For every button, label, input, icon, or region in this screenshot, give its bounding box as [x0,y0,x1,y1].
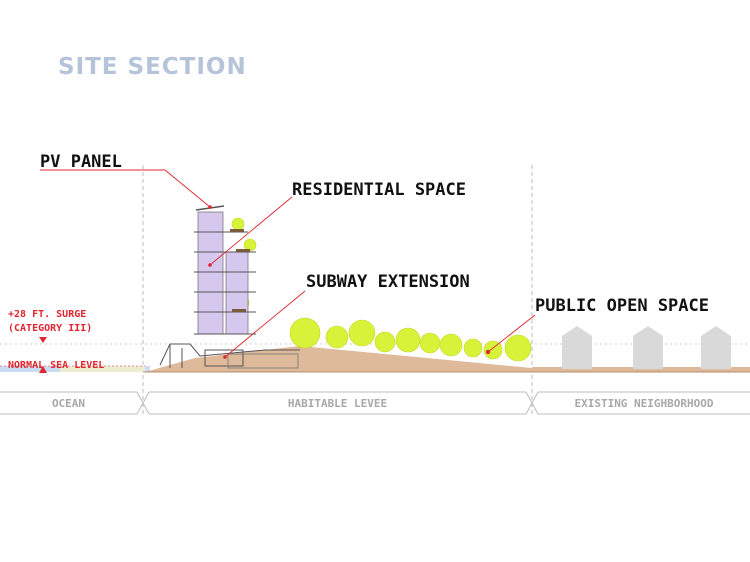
zone-existing-neighborhood-label: EXISTING NEIGHBORHOOD [574,397,714,410]
residential-dot [208,263,212,267]
residential-space-label: RESIDENTIAL SPACE [292,180,466,200]
surge-label-line2: (CATEGORY III) [8,323,93,334]
tower-panels-right [225,251,249,335]
tower-base [159,343,300,366]
tree [395,327,421,353]
neighborhood-ground [532,367,750,372]
tower-panels [197,211,224,335]
subway-leader [224,290,306,358]
page-title: SITE SECTION [58,54,247,80]
tree [289,317,321,349]
house [633,326,663,369]
normal-sea-level-label: NORMAL SEA LEVEL [8,360,105,371]
trees [231,217,532,362]
tree [231,217,245,231]
tree [374,331,396,353]
public-open-space-label: PUBLIC OPEN SPACE [535,296,709,316]
tree [348,319,376,347]
subway-dot [223,355,227,359]
existing-houses [562,326,731,369]
tree [325,325,349,349]
house [562,326,592,369]
tree [463,338,483,358]
zone-ocean-label: OCEAN [51,397,86,410]
pv-panel-leader [40,169,211,208]
ocean-water-highlight [60,366,145,372]
tree [419,332,441,354]
zone-habitable-levee-label: HABITABLE LEVEE [287,397,388,410]
tree [504,334,532,362]
sea-level-marker-icon [39,366,47,373]
subway-extension-label: SUBWAY EXTENSION [306,272,470,292]
tree [483,340,503,360]
surge-label-line1: +28 FT. SURGE [8,309,87,320]
house [701,326,731,369]
surge-marker-icon [39,337,47,343]
residential-leader [209,196,293,266]
zone-bar [0,391,750,415]
residential-tower [159,205,300,369]
pv-panel-dot [208,205,212,209]
subway-box [204,349,244,367]
subway-tunnel [227,353,299,369]
surge-label: +28 FT. SURGE (CATEGORY III) [8,308,92,336]
pv-panel-label: PV PANEL [40,152,122,172]
tree [439,333,463,357]
open-space-dot [485,349,491,355]
open-space-leader [487,314,536,353]
